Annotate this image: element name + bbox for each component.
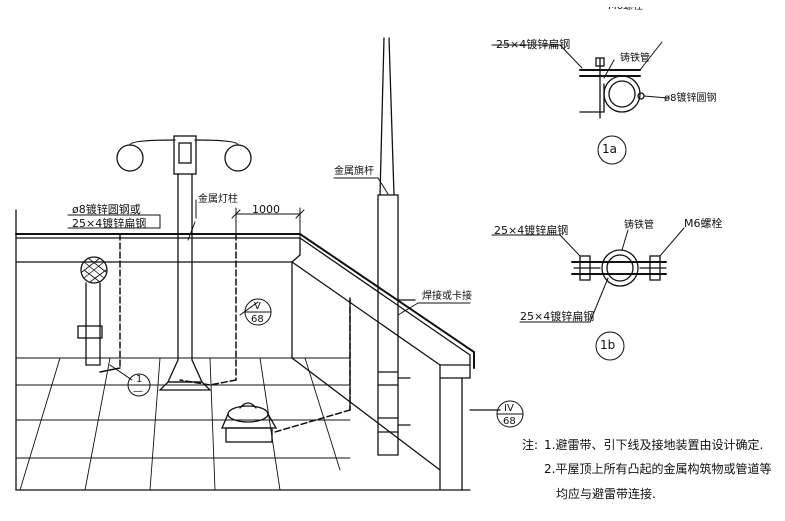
notes-line-2: 2.平屋顶上所有凸起的金属构筑物或管道等 [544,462,772,476]
detail-mark-1b: 1b [600,338,616,352]
section-mark-v-top: V [254,301,261,312]
lamp-post [116,135,252,391]
section-mark-v-bottom: 68 [251,314,264,325]
vent-post [77,256,108,366]
roof-vent-cap [221,402,278,443]
detail-mark-1a: 1a [602,142,617,156]
label-cast-iron-pipe-a: 铸铁管 [620,53,650,64]
section-mark-iv-top: IV [504,403,514,414]
detail-1a-drawing [491,41,669,165]
section-mark-iv-bottom: 68 [503,416,516,427]
label-clamp-top-clipped: M6螺栓 [608,1,643,12]
label-bolt-b: M6螺栓 [684,217,723,230]
label-flag-pole: 金属旗杆 [334,166,374,177]
section-mark-circles [127,298,524,428]
label-flat-steel-top: 25×4镀锌扁钢 [496,38,571,51]
notes-line-1: 1.避雷带、引下线及接地装置由设计确定. [544,438,764,452]
notes-prefix: 注: [522,438,539,452]
flag-pole [377,37,416,456]
label-flat-steel-b-bottom: 25×4镀锌扁钢 [520,310,595,323]
label-round-or-flat-1: ø8镀锌圆钢或 [72,203,141,216]
label-round-or-flat-2: 25×4镀锌扁钢 [72,217,147,230]
label-weld-or-clamp: 焊接或卡接 [422,291,472,302]
label-dimension: 1000 [252,203,280,216]
leader-lines [67,177,471,381]
roof-floor-grid [15,357,351,491]
section-mark-one-top: 1 [136,374,143,385]
dimension-line [231,207,305,239]
lightning-conductor [15,233,475,433]
notes-line-3: 均应与避雷带连接. [556,487,656,501]
label-round-steel-a: ø8镀锌圆钢 [664,93,717,104]
label-lamp-post: 金属灯柱 [198,194,238,205]
parapet-back-wall [15,209,501,491]
detail-1b-drawing [491,227,685,361]
label-cast-iron-pipe-b: 铸铁管 [624,220,654,231]
section-mark-one-bottom: — [133,386,143,397]
label-flat-steel-b-left: 25×4镀锌扁钢 [494,224,569,237]
